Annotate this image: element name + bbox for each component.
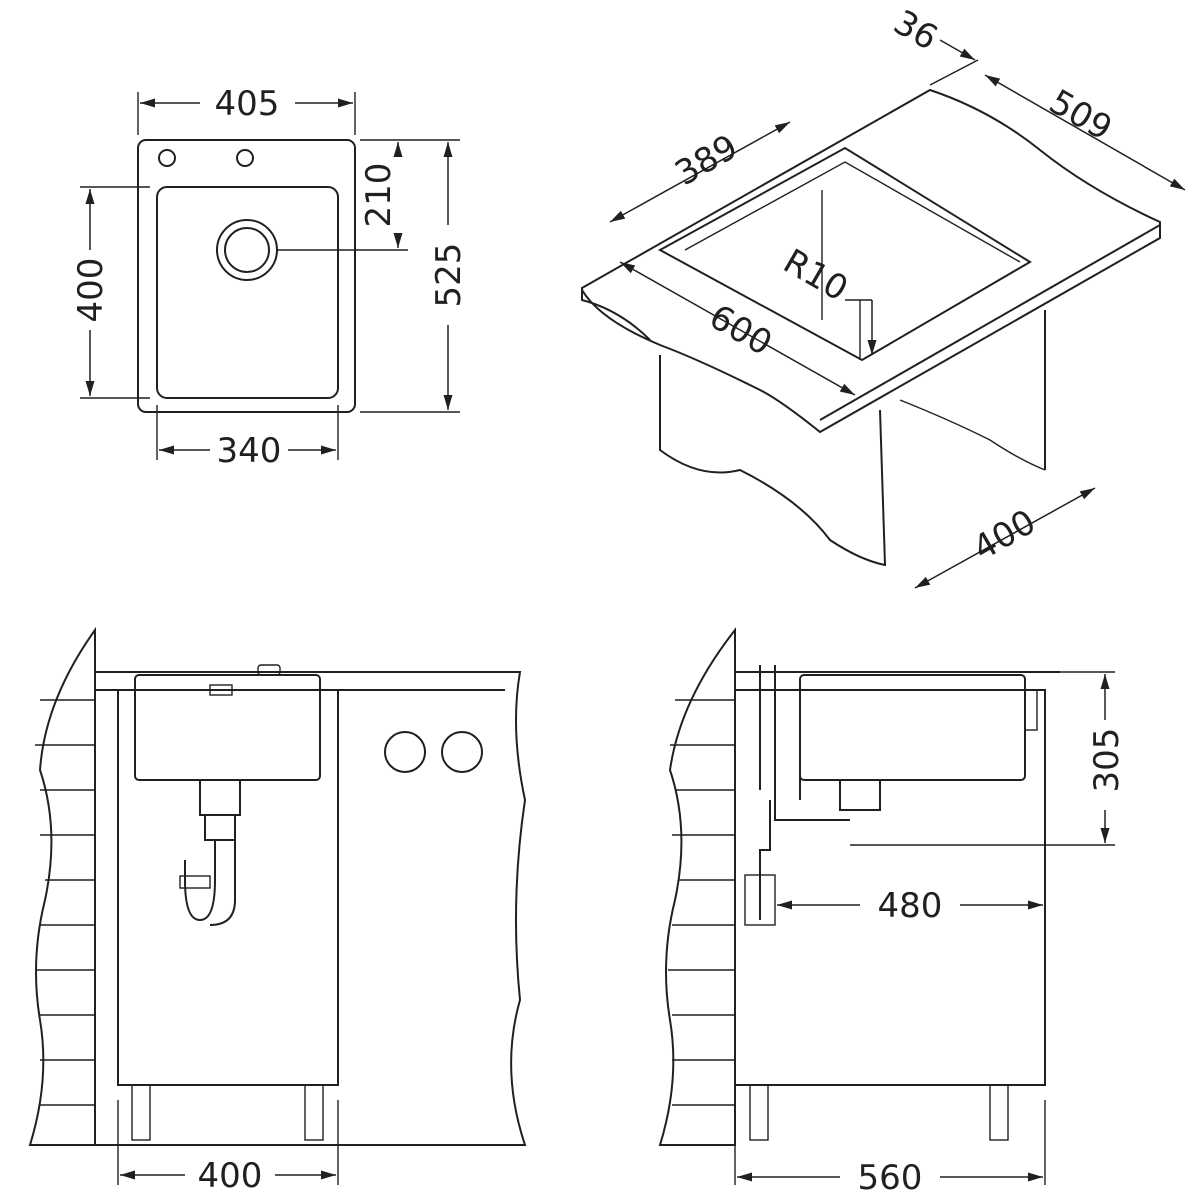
dim-r10: R10 <box>777 241 855 309</box>
bowl-outline <box>156 186 339 399</box>
cabinet <box>734 689 1046 1086</box>
side-view: 305 480 560 <box>658 627 1127 1198</box>
dim-340: 340 <box>217 431 282 471</box>
dim-400-iso: 400 <box>966 502 1042 569</box>
dim-560: 560 <box>858 1158 923 1198</box>
front-view: 400 <box>28 626 527 1196</box>
dim-480: 480 <box>878 886 943 926</box>
sink-bowl <box>134 674 321 781</box>
dim-400-plan: 400 <box>71 258 111 323</box>
plan-view: 405 400 210 525 340 <box>71 84 469 471</box>
dim-210: 210 <box>359 163 399 228</box>
brick-wall <box>28 626 96 1146</box>
sink-outline <box>137 139 356 413</box>
tap-hole <box>236 149 254 167</box>
dim-400-front: 400 <box>198 1156 263 1196</box>
brick-wall <box>658 627 736 1146</box>
isometric-view: 36 509 389 R10 600 400 <box>581 2 1186 589</box>
dim-305: 305 <box>1087 728 1127 793</box>
dim-600: 600 <box>702 297 778 364</box>
dim-525: 525 <box>429 243 469 308</box>
dim-36: 36 <box>887 2 944 58</box>
circle-icon <box>384 731 426 773</box>
cabinet <box>117 689 339 1086</box>
dim-405: 405 <box>215 84 280 124</box>
dim-509: 509 <box>1042 82 1118 149</box>
circle-icon <box>441 731 483 773</box>
tap-hole <box>158 149 176 167</box>
countertop <box>581 88 1161 434</box>
